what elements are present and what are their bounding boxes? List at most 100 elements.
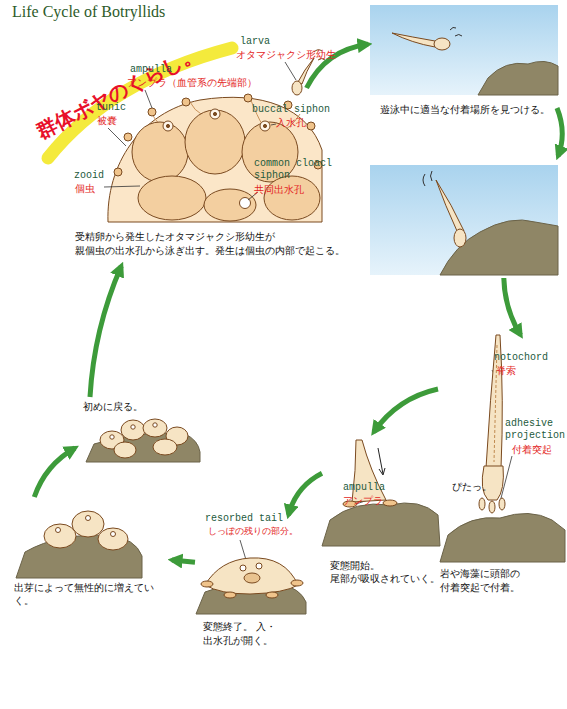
- swimming-scene: [370, 165, 558, 275]
- stage-caption: 出芽によって無性的に増えていく。: [14, 582, 172, 608]
- stage-box: 変態開始。 尾部が吸収されていく。: [322, 432, 437, 597]
- stage-box: 初めに戻る。: [75, 397, 200, 465]
- cycle-arrow: [34, 448, 75, 497]
- colony-section: [244, 94, 252, 102]
- part-label: tunic: [96, 102, 126, 114]
- grown-colony: [153, 439, 177, 455]
- diagram-title: Life Cycle of Botryllids: [12, 3, 165, 21]
- budding-colony: [98, 528, 128, 550]
- metamorphosis-end: [266, 592, 278, 598]
- grown-colony: [153, 423, 157, 427]
- metamorphosis-end: [244, 573, 260, 583]
- larva-in-colony: [292, 81, 302, 95]
- swimming-scene: [436, 180, 464, 231]
- colony-section: [163, 121, 173, 131]
- stage-caption: ぴたっ。: [452, 480, 502, 494]
- metamorphosis-end: [196, 558, 306, 614]
- part-label: 付着突起: [512, 444, 552, 456]
- leader-lines: [108, 128, 126, 146]
- leader-lines: [104, 186, 140, 187]
- leader-lines: [285, 62, 296, 80]
- part-label: アンプラ: [343, 495, 383, 507]
- part-label: 脊索: [496, 365, 516, 377]
- swimming-scene: [450, 27, 462, 36]
- budding-colony: [86, 516, 91, 521]
- colony-section: [260, 121, 270, 131]
- swimming-scene: [392, 33, 435, 47]
- stage-caption: 変態開始。 尾部が吸収されていく。: [330, 560, 437, 586]
- attached-larva: [479, 498, 485, 510]
- metamorphosis-start: [322, 440, 440, 546]
- colony-section: [185, 110, 245, 174]
- part-label: resorbed tail: [205, 513, 283, 525]
- cycle-arrow: [504, 278, 521, 335]
- part-label: 被嚢: [97, 115, 117, 127]
- leader-lines: [145, 90, 152, 108]
- stage-caption: 岩や海藻に頭部の付着突起で付着。: [440, 567, 528, 594]
- swimming-scene: [478, 61, 558, 95]
- cycle-arrow: [90, 266, 121, 397]
- grown-colony: [86, 419, 200, 462]
- swimming-scene: [454, 229, 466, 247]
- colony-section: [264, 176, 320, 220]
- attached-larva: [499, 498, 505, 510]
- budding-colony: [44, 524, 76, 548]
- colony-section: [114, 168, 122, 176]
- part-label: larva: [240, 36, 270, 48]
- part-label: 個虫: [75, 183, 95, 195]
- stage-caption: 変態終了。 入・出水孔が開く。: [203, 620, 303, 647]
- attached-larva: [489, 501, 495, 513]
- swimming-scene: [370, 5, 562, 275]
- stage-caption: 受精卵から発生したオタマジャクシ形幼生が 親個虫の出水孔から泳ぎ出す。発生は個虫…: [75, 230, 355, 257]
- budding-colony: [72, 511, 104, 537]
- stage-box: 出芽によって無性的に増えていく。: [10, 497, 172, 602]
- colony-section: [263, 124, 266, 127]
- part-label: ampulla: [343, 482, 385, 494]
- colony-section: [124, 133, 132, 141]
- metamorphosis-end: [291, 580, 303, 586]
- grown-colony: [114, 442, 136, 458]
- cycle-arrow: [172, 560, 195, 562]
- metamorphosis-end: [224, 592, 236, 598]
- budding-colony: [16, 511, 142, 578]
- part-label: 共同出水孔: [254, 184, 304, 196]
- part-label: ampulla: [130, 64, 172, 76]
- grown-colony: [131, 425, 135, 429]
- colony-section: [148, 108, 156, 116]
- budding-colony: [111, 532, 116, 537]
- stage-caption: 初めに戻る。: [83, 400, 193, 414]
- attached-larva: [440, 513, 565, 562]
- colony-section: [213, 112, 216, 115]
- part-label: アンプラ（血管系の先端部）: [127, 77, 257, 89]
- swimming-scene: [423, 171, 432, 186]
- part-label: 入水孔: [276, 117, 306, 129]
- colony-section: [307, 122, 315, 130]
- part-label: common cloacl siphon: [254, 158, 339, 182]
- colony-section: [138, 176, 206, 220]
- grown-colony: [121, 420, 145, 440]
- part-label: buccal siphon: [252, 104, 330, 116]
- budding-colony: [56, 528, 61, 533]
- leader-lines: [271, 124, 276, 125]
- leader-lines: [104, 62, 512, 573]
- part-label: しっぽの残りの部分。: [208, 526, 298, 537]
- colony-section: [166, 124, 169, 127]
- larva-in-colony: [298, 58, 314, 84]
- swimming-scene: [557, 108, 562, 156]
- stage-box: 遊泳中に適当な付着場所を見つける。: [368, 3, 562, 278]
- part-label: adhesive projection: [505, 418, 567, 442]
- part-label: オタマジャクシ形幼生: [236, 49, 336, 61]
- attached-larva: [440, 335, 565, 562]
- metamorphosis-end: [240, 565, 246, 571]
- metamorphosis-start: [383, 500, 397, 506]
- grown-colony: [110, 435, 114, 439]
- metamorphosis-start: [322, 503, 440, 546]
- grown-colony: [143, 419, 167, 437]
- cycle-arrow: [374, 389, 438, 432]
- swimming-scene: [434, 38, 450, 50]
- colony-section: [182, 98, 190, 106]
- metamorphosis-end: [205, 558, 298, 594]
- part-label: notochord: [494, 352, 548, 364]
- metamorphosis-end: [201, 581, 213, 587]
